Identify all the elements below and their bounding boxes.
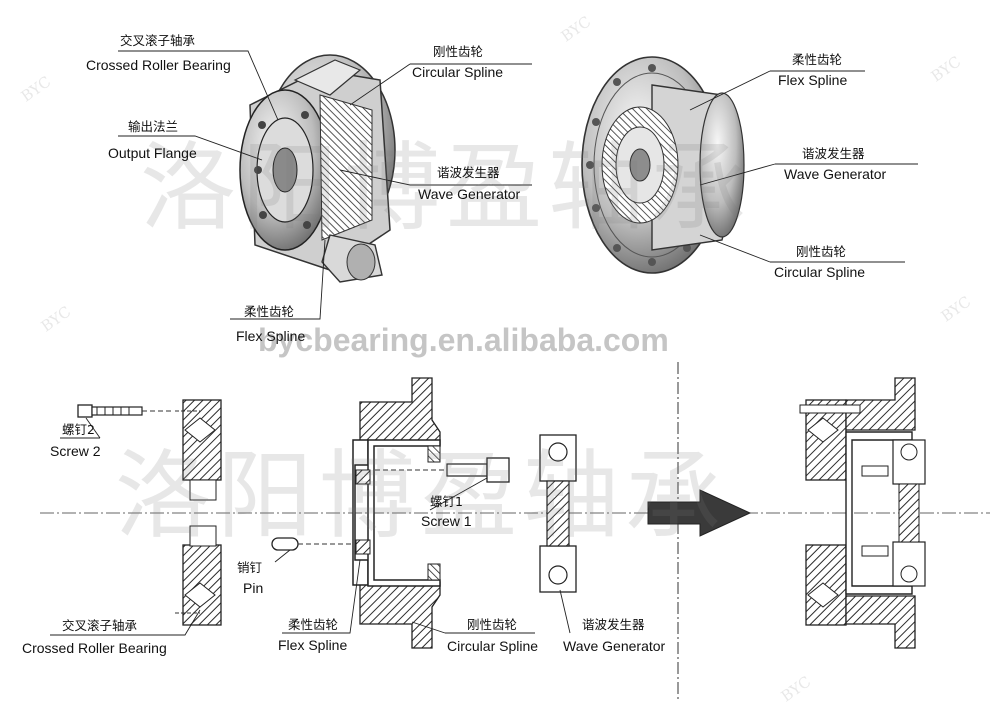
label-flex-spline-right-en: Flex Spline: [778, 72, 848, 88]
leader-lines: [50, 50, 918, 636]
label-crossed-roller-bottom-en: Crossed Roller Bearing: [22, 640, 167, 656]
spline-assembly: [352, 377, 441, 649]
label-wave-generator-right-en: Wave Generator: [784, 166, 887, 182]
label-circular-spline-zh: 刚性齿轮: [433, 44, 484, 59]
label-wave-generator-bottom-en: Wave Generator: [563, 638, 666, 654]
label-wave-generator-right-zh: 谐波发生器: [802, 146, 865, 161]
screw-1: [375, 457, 510, 483]
label-crossed-roller-bearing-en: Crossed Roller Bearing: [86, 57, 231, 73]
label-flex-spline-bottom-en: Flex Spline: [278, 637, 348, 653]
label-flex-spline-en: Flex Spline: [236, 328, 306, 344]
label-output-flange-zh: 输出法兰: [128, 119, 179, 134]
label-flex-spline-bottom-zh: 柔性齿轮: [288, 617, 339, 632]
label-circular-spline-right-zh: 刚性齿轮: [796, 244, 847, 259]
label-circular-spline-en: Circular Spline: [412, 64, 504, 80]
label-wave-generator-bottom-zh: 谐波发生器: [582, 617, 645, 632]
label-screw-2-zh: 螺钉2: [62, 422, 95, 437]
label-wave-generator-zh: 谐波发生器: [437, 165, 500, 180]
label-pin-zh: 销钉: [237, 560, 263, 575]
label-crossed-roller-bearing-zh: 交叉滚子轴承: [120, 33, 196, 48]
crossed-roller-bearing-part: [175, 399, 222, 626]
label-screw-1-en: Screw 1: [421, 513, 472, 529]
label-screw-1-zh: 螺钉1: [430, 494, 463, 509]
watermark-cn-top: 洛阳博盈轴承: [140, 132, 752, 244]
label-screw-2-en: Screw 2: [50, 443, 101, 459]
label-wave-generator-en: Wave Generator: [418, 186, 521, 202]
label-pin-en: Pin: [243, 580, 264, 596]
label-flex-spline-zh: 柔性齿轮: [244, 304, 295, 319]
screw-2: [77, 404, 172, 418]
cutaway-drive-left: [239, 54, 396, 283]
watermark-url: bycbearing.en.alibaba.com: [258, 322, 669, 358]
label-circular-spline-bottom-en: Circular Spline: [447, 638, 539, 654]
label-crossed-roller-bottom-zh: 交叉滚子轴承: [62, 618, 138, 633]
watermark-cn-bottom: 洛阳博盈轴承: [115, 440, 727, 552]
flange-drive-right: [581, 56, 745, 274]
pin-part: [271, 537, 352, 551]
assembled-view: [799, 377, 926, 649]
label-circular-spline-right-en: Circular Spline: [774, 264, 866, 280]
assembly-arrow: [647, 489, 752, 537]
label-output-flange-en: Output Flange: [108, 145, 197, 161]
wave-generator-part: [539, 434, 577, 593]
label-circular-spline-bottom-zh: 刚性齿轮: [467, 617, 518, 632]
label-flex-spline-right-zh: 柔性齿轮: [792, 52, 843, 67]
